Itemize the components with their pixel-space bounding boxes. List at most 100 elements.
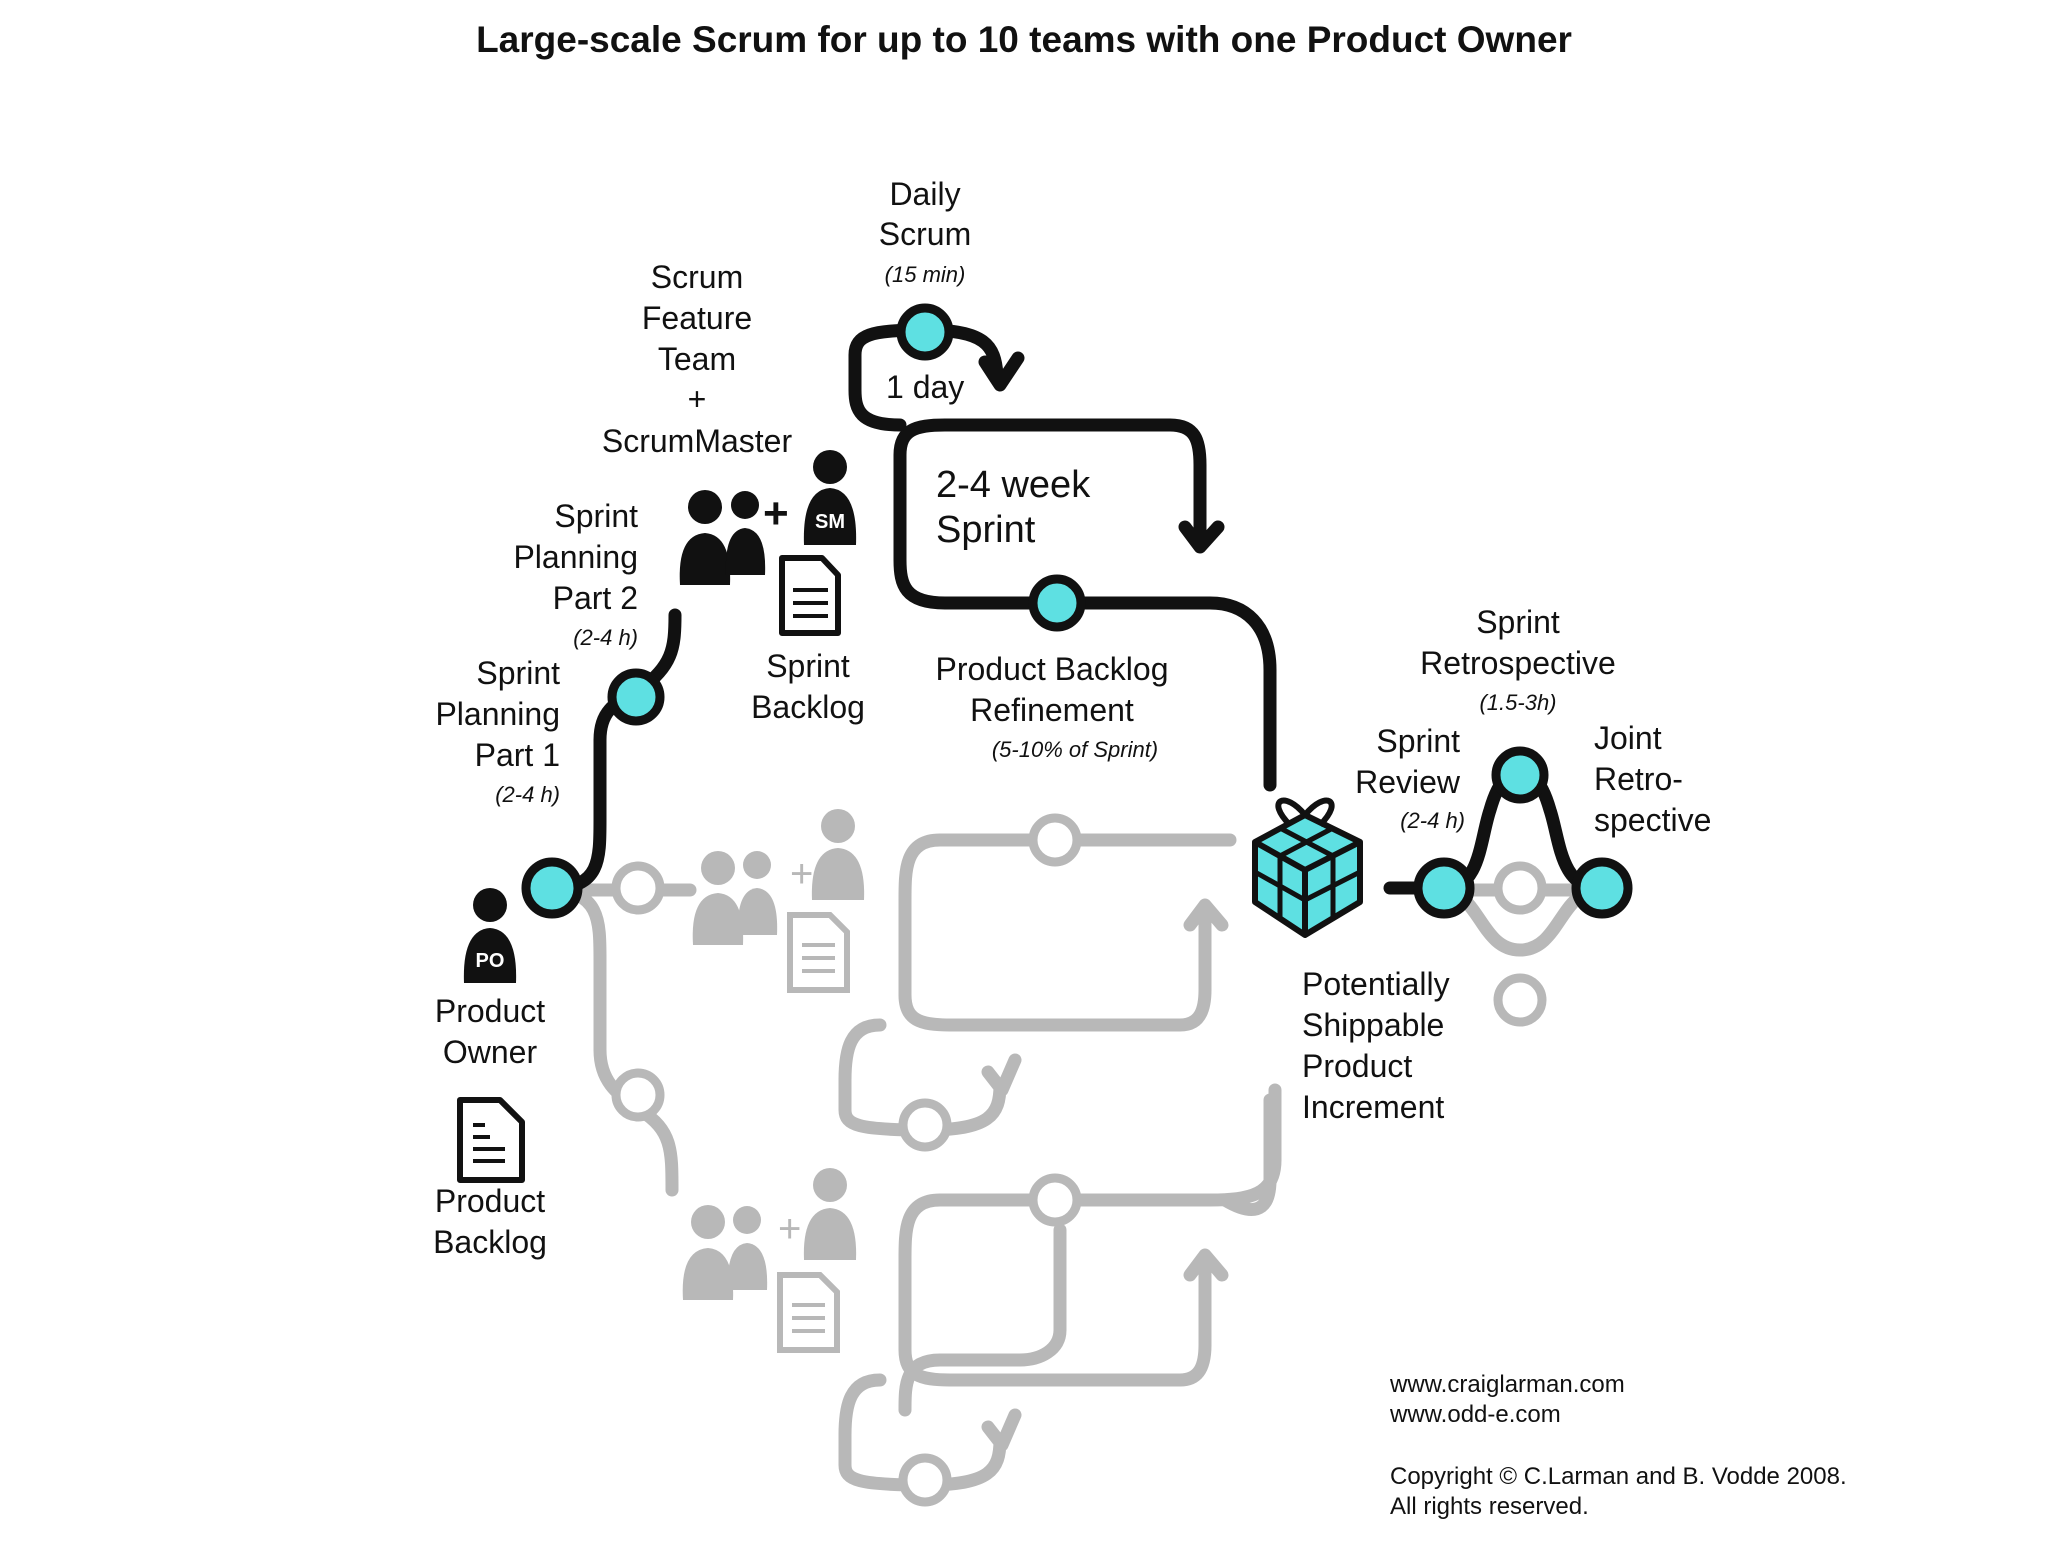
footer: www.craiglarman.com www.odd-e.com Copyri…	[1389, 1371, 1847, 1520]
svg-text:Sprint: Sprint	[936, 509, 1036, 551]
svg-text:Potentially: Potentially	[1302, 966, 1450, 1002]
sm-badge: SM	[815, 511, 845, 533]
svg-text:Scrum: Scrum	[651, 259, 743, 295]
sprint-review-node	[1413, 857, 1475, 919]
svg-text:Part 2: Part 2	[553, 580, 638, 616]
team3-daily-loop	[838, 1373, 1022, 1492]
svg-text:Daily: Daily	[889, 176, 960, 212]
svg-text:Planning: Planning	[435, 696, 560, 732]
svg-text:Sprint: Sprint	[476, 655, 560, 691]
svg-text:+: +	[790, 852, 813, 896]
feature-team-icon	[679, 490, 766, 585]
sprint-planning-node	[607, 668, 665, 726]
product-owner-icon: PO	[463, 888, 517, 983]
team2-daily-loop	[838, 1018, 1022, 1137]
svg-text:(5-10% of Sprint): (5-10% of Sprint)	[992, 737, 1158, 762]
svg-text:Retro-: Retro-	[1594, 761, 1683, 797]
sprint-backlog-label: Sprint Backlog	[751, 648, 865, 725]
sprint-length-label: 2-4 week Sprint	[936, 464, 1091, 551]
team2-sprint-loop	[898, 833, 1237, 1032]
retrospective-label: Sprint Retrospective (1.5-3h)	[1420, 604, 1616, 715]
svg-text:(2-4 h): (2-4 h)	[495, 782, 560, 807]
sprint-loop	[893, 418, 1277, 792]
svg-text:Sprint: Sprint	[1476, 604, 1560, 640]
team3-sprint-loop	[898, 1083, 1282, 1387]
svg-text:Sprint: Sprint	[1376, 723, 1460, 759]
joint-retro-label: Joint Retro- spective	[1594, 720, 1711, 838]
inactive-daily-node	[898, 1453, 952, 1507]
planning-path	[545, 608, 682, 895]
svg-text:Product: Product	[435, 1183, 545, 1219]
svg-text:(15 min): (15 min)	[885, 262, 966, 287]
svg-text:+: +	[778, 1207, 801, 1251]
sprint-planning-1-label: Sprint Planning Part 1 (2-4 h)	[435, 655, 560, 807]
inactive-nodes	[611, 813, 1547, 1507]
svg-text:Retrospective: Retrospective	[1420, 645, 1616, 681]
svg-text:(2-4 h): (2-4 h)	[1400, 808, 1465, 833]
inactive-daily-node	[898, 1098, 952, 1152]
sprint-backlog-icon	[779, 555, 841, 636]
sprint-planning-2-label: Sprint Planning Part 2 (2-4 h)	[513, 498, 638, 650]
svg-text:spective: spective	[1594, 802, 1711, 838]
product-owner-label: Product Owner	[435, 993, 545, 1070]
review-label: Sprint Review (2-4 h)	[1355, 723, 1465, 833]
svg-text:Shippable: Shippable	[1302, 1007, 1444, 1043]
team-branch-line	[541, 883, 679, 1197]
svg-text:+: +	[688, 381, 707, 417]
svg-text:Sprint: Sprint	[766, 648, 850, 684]
svg-text:Product: Product	[435, 993, 545, 1029]
active-nodes	[521, 303, 1633, 919]
svg-text:ScrumMaster: ScrumMaster	[602, 423, 793, 459]
svg-text:Backlog: Backlog	[751, 689, 865, 725]
inactive-team-icon-1: +	[692, 809, 865, 993]
increment-label: Potentially Shippable Product Increment	[1302, 966, 1450, 1125]
team3-link	[898, 1223, 1067, 1417]
inactive-team-icon-2: +	[682, 1168, 857, 1353]
svg-text:Refinement: Refinement	[970, 692, 1134, 728]
plus-sign: +	[763, 489, 789, 538]
product-backlog-label: Product Backlog	[433, 1183, 547, 1260]
svg-text:Owner: Owner	[443, 1034, 538, 1070]
svg-text:Feature: Feature	[642, 300, 752, 336]
svg-text:Sprint: Sprint	[554, 498, 638, 534]
copyright-text: All rights reserved.	[1390, 1493, 1589, 1520]
feature-team-label: Scrum Feature Team + ScrumMaster	[602, 259, 793, 459]
inactive-refinement-node	[1028, 813, 1082, 867]
svg-text:Increment: Increment	[1302, 1089, 1444, 1125]
joint-retro-node	[1571, 857, 1633, 919]
scrummaster-icon: SM	[803, 450, 857, 545]
svg-text:2-4 week: 2-4 week	[936, 464, 1091, 506]
svg-text:Planning: Planning	[513, 539, 638, 575]
copyright-text: Copyright © C.Larman and B. Vodde 2008.	[1390, 1463, 1847, 1490]
daily-scrum-loop	[848, 323, 1025, 432]
daily-scrum-label: Daily Scrum (15 min)	[879, 176, 971, 287]
site-link: www.craiglarman.com	[1389, 1371, 1625, 1398]
svg-text:(2-4 h): (2-4 h)	[573, 625, 638, 650]
svg-text:Product: Product	[1302, 1048, 1412, 1084]
sprint-retrospective-node	[1491, 746, 1549, 804]
svg-text:Backlog: Backlog	[433, 1224, 547, 1260]
product-backlog-icon	[457, 1097, 525, 1183]
po-badge: PO	[476, 950, 505, 972]
svg-text:Product Backlog: Product Backlog	[935, 651, 1168, 687]
daily-scrum-node	[896, 303, 954, 361]
svg-text:(1.5-3h): (1.5-3h)	[1479, 690, 1556, 715]
svg-text:Team: Team	[658, 341, 736, 377]
svg-text:Scrum: Scrum	[879, 216, 971, 252]
inactive-retro-node	[1493, 861, 1547, 915]
inactive-refinement-node	[1028, 1173, 1082, 1227]
refinement-label: Product Backlog Refinement (5-10% of Spr…	[935, 651, 1168, 762]
inactive-planning-node	[611, 861, 665, 915]
diagram-title: Large-scale Scrum for up to 10 teams wit…	[476, 19, 1572, 60]
svg-text:Part 1: Part 1	[475, 737, 560, 773]
refinement-node	[1028, 574, 1086, 632]
site-link: www.odd-e.com	[1389, 1401, 1561, 1428]
svg-text:Joint: Joint	[1594, 720, 1662, 756]
svg-text:Review: Review	[1355, 764, 1461, 800]
inactive-planning-node	[611, 1068, 665, 1122]
gift-box-icon	[1252, 797, 1363, 938]
product-owner-node	[521, 857, 583, 919]
inactive-retro-node	[1493, 973, 1547, 1027]
